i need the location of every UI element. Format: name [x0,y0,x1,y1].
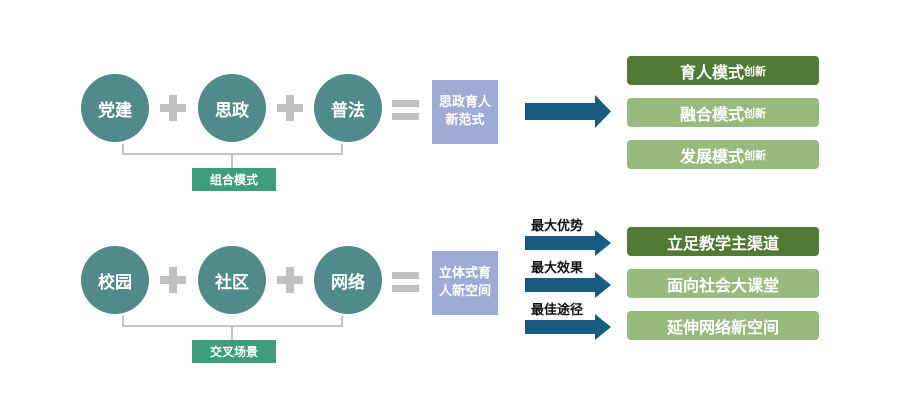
output-main: 立足教学主渠道 [666,233,779,253]
equals-icon [392,100,419,120]
result-line: 立体式育 [438,266,491,281]
group-bracket [122,316,343,327]
result-box: 立体式育 人新空间 [432,251,498,315]
group-bracket [122,144,343,155]
circle-label: 党建 [98,100,132,121]
output-main: 育人模式 [679,62,744,82]
group-label-text: 组合模式 [209,173,258,187]
output-box-development-mode: 发展模式创新 [627,140,819,169]
equals-icon [392,272,419,292]
arrow-right-icon [525,230,611,256]
output-main: 融合模式 [679,104,744,124]
output-box-social-classroom: 面向社会大课堂 [627,269,819,298]
arrow-right-icon [525,314,611,340]
arrow-label: 最大效果 [531,261,584,276]
output-suffix: 创新 [744,148,766,162]
output-main: 发展模式 [679,146,744,166]
arrow-right-icon [525,272,611,298]
circle-label: 社区 [215,272,249,293]
arrow-label: 最佳途径 [531,303,584,318]
circle-label: 校园 [98,272,132,293]
plus-icon [277,95,303,121]
output-suffix: 创新 [744,106,766,120]
circle-campus: 校园 [81,246,149,314]
arrow-label: 最大优势 [531,219,584,234]
arrow-right-icon [525,95,611,128]
group-label: 交叉场景 [192,340,276,363]
output-box-network-space: 延伸网络新空间 [627,311,819,340]
output-main: 面向社会大课堂 [666,275,779,295]
result-line: 思政育人 [438,95,491,110]
output-box-teaching-channel: 立足教学主渠道 [627,227,819,256]
result-box: 思政育人 新范式 [432,80,498,144]
circle-law-popularization: 普法 [314,74,382,142]
output-main: 延伸网络新空间 [666,317,779,337]
output-suffix: 创新 [744,64,766,78]
circle-label: 思政 [215,100,249,121]
circle-label: 网络 [331,272,365,293]
plus-icon [277,267,303,293]
circle-community: 社区 [198,246,266,314]
output-box-education-mode: 育人模式创新 [627,56,819,85]
bracket-stem [231,327,233,340]
circle-party-building: 党建 [81,74,149,142]
circle-ideology-politics: 思政 [198,74,266,142]
plus-icon [160,267,186,293]
result-line: 新范式 [445,113,485,128]
circle-label: 普法 [331,100,365,121]
group-label: 组合模式 [192,168,276,191]
plus-icon [160,95,186,121]
bracket-stem [231,155,233,168]
output-box-integration-mode: 融合模式创新 [627,98,819,127]
group-label-text: 交叉场景 [209,345,258,359]
result-line: 人新空间 [438,284,491,299]
circle-network: 网络 [314,246,382,314]
